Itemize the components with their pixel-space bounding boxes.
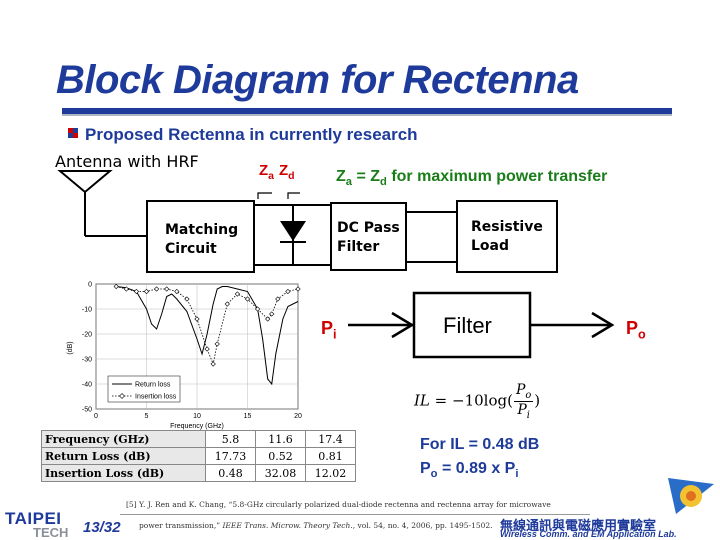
- insertion-loss-point: [143, 288, 150, 295]
- insertion-loss-point: [194, 316, 200, 322]
- chart-series: [113, 283, 301, 386]
- impedance-markers: [257, 192, 300, 199]
- input-arrow: [348, 311, 415, 339]
- lab-logo-icon: [668, 478, 714, 514]
- diode-icon: [280, 221, 306, 243]
- filter-block-diagram: [348, 291, 615, 359]
- insertion-loss-point: [234, 291, 241, 297]
- table-cell: 0.81: [304, 447, 357, 465]
- insertion-loss-point: [224, 301, 230, 307]
- performance-table: Frequency (GHz) 5.8 11.6 17.4 Return Los…: [41, 430, 357, 482]
- row-header: Return Loss (dB): [41, 447, 206, 465]
- output-power-result: Po = 0.89 x Pi: [420, 460, 519, 481]
- subtitle: Proposed Rectenna in currently research: [85, 125, 418, 144]
- lab-name-chinese: 無線通訊與電磁應用實驗室: [500, 519, 657, 534]
- y-tick-label: -20: [82, 332, 92, 339]
- insertion-loss-point: [244, 296, 251, 302]
- insertion-loss-point: [269, 311, 275, 317]
- table-cell: 17.4: [304, 430, 357, 448]
- title-underline-shadow: [62, 114, 672, 116]
- antenna-label: Antenna with HRF: [55, 152, 199, 171]
- dc-pass-filter-box: [330, 202, 407, 271]
- y-tick-label: -50: [82, 407, 92, 414]
- impedance-condition: Za = Zd for maximum power transfer: [336, 168, 608, 189]
- table-cell: 17.73: [204, 447, 256, 465]
- return-loss-chart: 0 5 10 15 20 0 -10 -20 -30 -40 -50 Frequency (GHz)…: [67, 282, 302, 431]
- x-tick-label: 5: [145, 413, 149, 420]
- filter-label: Filter: [443, 313, 492, 338]
- insertion-loss-point: [210, 361, 216, 367]
- insertion-loss-result: For IL = 0.48 dB: [420, 436, 540, 453]
- za-label: Za: [259, 162, 275, 182]
- resistive-load-box: [456, 200, 558, 273]
- x-tick-label: 15: [244, 413, 252, 420]
- taipei-tech-logo: TAIPEI: [5, 509, 62, 528]
- table-row: Return Loss (dB) 17.73 0.52 0.81: [41, 447, 357, 465]
- chart-legend: Return loss Insertion loss: [107, 375, 181, 403]
- insertion-loss-point: [123, 286, 129, 292]
- reference-line-2: power transmission,” IEEE Trans. Microw.…: [139, 521, 493, 530]
- insertion-loss-point: [184, 296, 190, 302]
- series-return-loss-line: [116, 286, 299, 386]
- page-number: 13/32: [83, 519, 121, 536]
- table-cell: 11.6: [254, 430, 306, 448]
- table-cell: 32.08: [254, 464, 306, 482]
- table-row: Insertion Loss (dB) 0.48 32.08 12.02: [41, 464, 357, 482]
- insertion-loss-point: [174, 288, 180, 295]
- zd-label: Zd: [279, 162, 295, 182]
- insertion-loss-point: [285, 288, 291, 295]
- table-row: Frequency (GHz) 5.8 11.6 17.4: [41, 430, 357, 448]
- table-cell: 0.48: [204, 464, 256, 482]
- rectenna-block-diagram: [57, 170, 558, 273]
- insertion-loss-point: [214, 341, 220, 347]
- bullet-icon: [68, 128, 78, 138]
- y-tick-label: -30: [82, 357, 92, 364]
- x-tick-label: 10: [193, 413, 201, 420]
- chart-ticks: 0 5 10 15 20 0 -10 -20 -30 -40 -50: [82, 282, 302, 421]
- output-arrow: [530, 311, 615, 339]
- y-tick-label: -40: [82, 382, 92, 389]
- x-axis-label: Frequency (GHz): [170, 423, 224, 430]
- y-tick-label: -10: [82, 307, 92, 314]
- insertion-loss-point: [153, 286, 160, 292]
- y-axis-label: (dB): [67, 341, 74, 354]
- legend-insertion-loss: Insertion loss: [135, 394, 177, 401]
- x-tick-label: 20: [294, 413, 302, 420]
- legend-return-loss: Return loss: [135, 382, 171, 389]
- insertion-loss-point: [275, 296, 281, 302]
- table-cell: 5.8: [204, 430, 256, 448]
- row-header: Frequency (GHz): [41, 430, 206, 448]
- table-cell: 12.02: [304, 464, 357, 482]
- output-power-label: Po: [626, 318, 646, 342]
- insertion-loss-point: [164, 286, 170, 292]
- insertion-loss-point: [204, 346, 210, 352]
- antenna-icon: [57, 170, 147, 237]
- insertion-loss-point: [265, 316, 271, 322]
- insertion-loss-point: [133, 288, 140, 295]
- input-power-label: Pi: [321, 318, 337, 342]
- insertion-loss-point: [295, 286, 301, 292]
- table-cell: 0.52: [254, 447, 306, 465]
- insertion-loss-point: [113, 283, 119, 290]
- insertion-loss-point: [254, 306, 261, 312]
- reference-line-1: [5] Y. J. Ren and K. Chang, “5.8-GHz cir…: [126, 500, 551, 509]
- x-tick-label: 0: [94, 413, 98, 420]
- slide-title: Block Diagram for Rectenna: [56, 58, 579, 102]
- row-header: Insertion Loss (dB): [41, 464, 206, 482]
- y-tick-label: 0: [88, 282, 92, 289]
- taipei-tech-logo-sub: TECH: [33, 525, 69, 540]
- title-underline: [62, 108, 672, 114]
- matching-circuit-box: [146, 200, 255, 273]
- footer-divider: [120, 514, 590, 515]
- lab-name-english: Wireless Comm. and EM Application Lab.: [500, 529, 677, 539]
- load-wires: [406, 211, 457, 263]
